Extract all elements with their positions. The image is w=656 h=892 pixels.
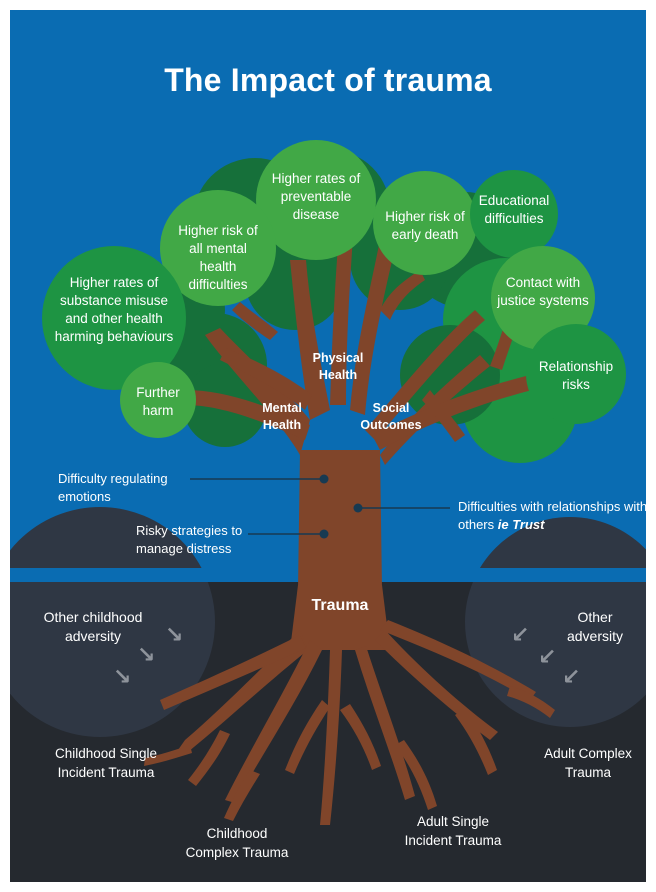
- outcome-justice: Contact with justice systems: [497, 275, 589, 308]
- outcome-circle-relationship: [526, 324, 626, 424]
- infographic-poster: The Impact of trauma Higher rates of pre…: [10, 10, 646, 882]
- outcome-circles: [42, 140, 626, 438]
- root-childhood-single: Childhood Single Incident Trauma: [54, 746, 158, 780]
- arrow-in-icon: ↙: [562, 664, 581, 689]
- trauma-label: Trauma: [311, 597, 369, 614]
- note-risky-strategies: Risky strategies to manage distress: [136, 523, 243, 556]
- root-adult-single: Adult Single Incident Trauma: [404, 814, 502, 848]
- outcome-circle-further-harm: [120, 362, 196, 438]
- branch-mental-health: Mental Health: [262, 401, 302, 432]
- outcome-educational: Educational difficulties: [478, 193, 550, 226]
- root-childhood-complex: Childhood Complex Trauma: [185, 826, 289, 860]
- childhood-adversity-shade: [10, 507, 215, 737]
- outcome-circle-education: [470, 170, 558, 258]
- arrow-in-icon: ↘: [137, 642, 156, 667]
- outcome-circle-preventable-disease: [256, 140, 376, 260]
- note-relationships-trust: ie Trust: [497, 517, 545, 532]
- trunk-annotation-lines: [190, 474, 450, 539]
- note-relationships: Difficulties with relationships with oth…: [458, 498, 646, 534]
- arrow-in-icon: ↙: [538, 644, 557, 669]
- outcome-preventable-disease: Higher rates of preventable disease: [271, 171, 361, 222]
- arrow-in-icon: ↙: [511, 622, 530, 647]
- root-adult-complex: Adult Complex Trauma: [544, 746, 632, 780]
- arrow-in-icon: ↘: [113, 664, 132, 689]
- note-regulating-emotions: Difficulty regulating emotions: [58, 471, 168, 504]
- outcome-circle-substance: [42, 246, 186, 390]
- outcome-substance: Higher rates of substance misuse and oth…: [54, 275, 174, 344]
- tree-illustration: [10, 140, 646, 825]
- outcome-further-harm: Further harm: [136, 385, 180, 418]
- note-relationships-text: Difficulties with relationships with oth…: [458, 499, 646, 532]
- outcome-circle-early-death: [373, 171, 477, 275]
- tree-trunk: [185, 220, 532, 590]
- outcome-early-death: Higher risk of early death: [385, 209, 465, 242]
- page-title: The Impact of trauma: [164, 62, 492, 98]
- tree-roots: [144, 585, 555, 825]
- outcome-circle-mental-health: [160, 190, 276, 306]
- adversity-other: Other adversity: [566, 609, 624, 644]
- outcome-circle-justice: [491, 246, 595, 350]
- branch-physical-health: Physical Health: [312, 351, 364, 382]
- outcome-mental-health: Higher risk of all mental health difficu…: [178, 223, 258, 292]
- outcome-relationship: Relationship risks: [538, 359, 614, 392]
- branch-social-outcomes: Social Outcomes: [360, 401, 422, 432]
- arrow-in-icon: ↘: [165, 622, 184, 647]
- adversity-childhood: Other childhood adversity: [43, 609, 143, 644]
